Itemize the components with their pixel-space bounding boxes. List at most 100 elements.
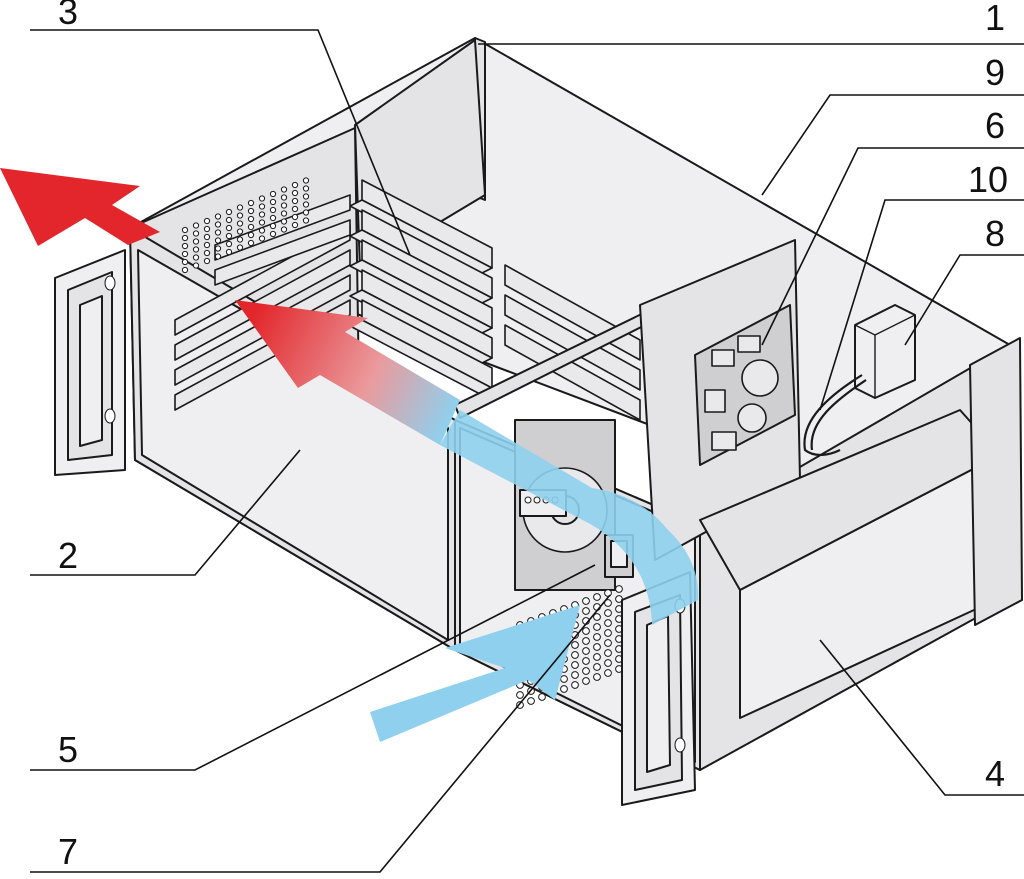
vent-hole xyxy=(181,250,189,258)
callout-3: 3 xyxy=(58,0,78,32)
vent-hole xyxy=(225,240,233,248)
vent-hole xyxy=(571,661,579,669)
vent-hole xyxy=(593,673,601,681)
vent-hole xyxy=(571,681,579,689)
vent-hole xyxy=(604,649,612,657)
vent-hole xyxy=(280,186,288,193)
vent-hole xyxy=(192,230,200,237)
vent-hole xyxy=(280,210,288,217)
vent-hole xyxy=(269,214,277,222)
callout-6: 6 xyxy=(985,105,1005,146)
vent-hole xyxy=(247,239,255,247)
capacitor-1 xyxy=(741,359,779,397)
cool-air-arrow-icon xyxy=(370,605,580,742)
vent-hole xyxy=(516,701,524,709)
vent-hole xyxy=(302,193,310,200)
leader-8 xyxy=(904,254,1024,346)
leader-5 xyxy=(30,564,596,771)
rack-handle-left-icon xyxy=(54,249,126,476)
vent-hole xyxy=(593,653,601,661)
vent-hole xyxy=(291,221,299,229)
vent-hole xyxy=(538,693,546,701)
vent-hole xyxy=(269,198,277,206)
vent-hole xyxy=(571,651,579,659)
leader-3 xyxy=(30,29,411,256)
vent-hole xyxy=(593,643,601,651)
vent-hole xyxy=(192,254,200,261)
vent-hole xyxy=(214,221,222,228)
vent-hole xyxy=(225,224,233,232)
callout-5: 5 xyxy=(58,729,78,770)
vent-hole xyxy=(593,613,601,621)
vent-hole xyxy=(258,195,266,202)
vent-hole xyxy=(258,227,266,234)
vent-hole xyxy=(236,244,244,251)
connector-block-3 xyxy=(704,389,726,413)
vent-hole xyxy=(181,226,189,234)
card-3 xyxy=(349,239,493,335)
leader-9 xyxy=(761,94,1024,196)
vent-hole xyxy=(604,629,612,637)
hot-air-arrow-icon xyxy=(0,168,160,246)
callout-10: 10 xyxy=(968,159,1008,200)
vent-hole xyxy=(302,185,310,192)
callout-7: 7 xyxy=(58,831,78,872)
vent-hole xyxy=(291,205,299,213)
vent-hole xyxy=(302,177,310,184)
leader-10 xyxy=(819,199,1024,411)
vent-hole xyxy=(236,204,244,211)
vent-hole xyxy=(291,197,299,205)
vent-hole xyxy=(604,599,612,607)
vent-hole xyxy=(214,229,222,236)
internal-airflow-arrow xyxy=(235,300,460,445)
vent-hole xyxy=(582,677,590,685)
vent-hole xyxy=(593,593,601,601)
leader-2 xyxy=(30,449,301,576)
vent-hole xyxy=(604,619,612,627)
connector-block-2 xyxy=(737,335,761,353)
callout-labels: 1 9 6 10 8 3 2 5 7 4 xyxy=(58,0,1008,872)
cool-air-band xyxy=(440,410,699,625)
vent-hole xyxy=(291,181,299,189)
callout-4: 4 xyxy=(985,753,1005,794)
callout-8: 8 xyxy=(985,213,1005,254)
vent-hole xyxy=(247,223,255,231)
vent-hole xyxy=(192,238,200,245)
vent-hole xyxy=(571,671,579,679)
vent-hole xyxy=(280,202,288,209)
vent-hole xyxy=(258,235,266,242)
vent-hole xyxy=(203,249,211,257)
vent-hole xyxy=(593,623,601,631)
vent-hole xyxy=(258,219,266,226)
vent-hole xyxy=(291,213,299,221)
rack-handle-right-icon xyxy=(621,571,696,806)
vent-hole xyxy=(203,233,211,241)
cable-bundle xyxy=(803,374,863,456)
vent-hole xyxy=(236,236,244,243)
vent-hole xyxy=(236,220,244,227)
vent-hole xyxy=(181,234,189,242)
vent-hole xyxy=(604,669,612,677)
vent-hole xyxy=(280,218,288,225)
vent-hole xyxy=(582,667,590,675)
vent-hole xyxy=(192,246,200,253)
callout-9: 9 xyxy=(985,52,1005,93)
vent-hole xyxy=(571,641,579,649)
right-end-plate xyxy=(969,337,1023,626)
callout-leaders xyxy=(30,29,1024,873)
capacitor-2 xyxy=(737,403,767,433)
vent-hole xyxy=(582,647,590,655)
vent-hole xyxy=(302,201,310,208)
vent-hole xyxy=(247,215,255,223)
vent-hole xyxy=(593,663,601,671)
vent-hole xyxy=(302,217,310,224)
vent-hole xyxy=(247,231,255,239)
expansion-cards xyxy=(174,179,641,421)
vent-hole xyxy=(604,609,612,617)
vent-hole xyxy=(247,207,255,215)
vent-hole xyxy=(258,211,266,218)
vent-hole xyxy=(236,212,244,219)
cable-bundle-2 xyxy=(810,379,867,451)
leader-6 xyxy=(761,147,1024,346)
